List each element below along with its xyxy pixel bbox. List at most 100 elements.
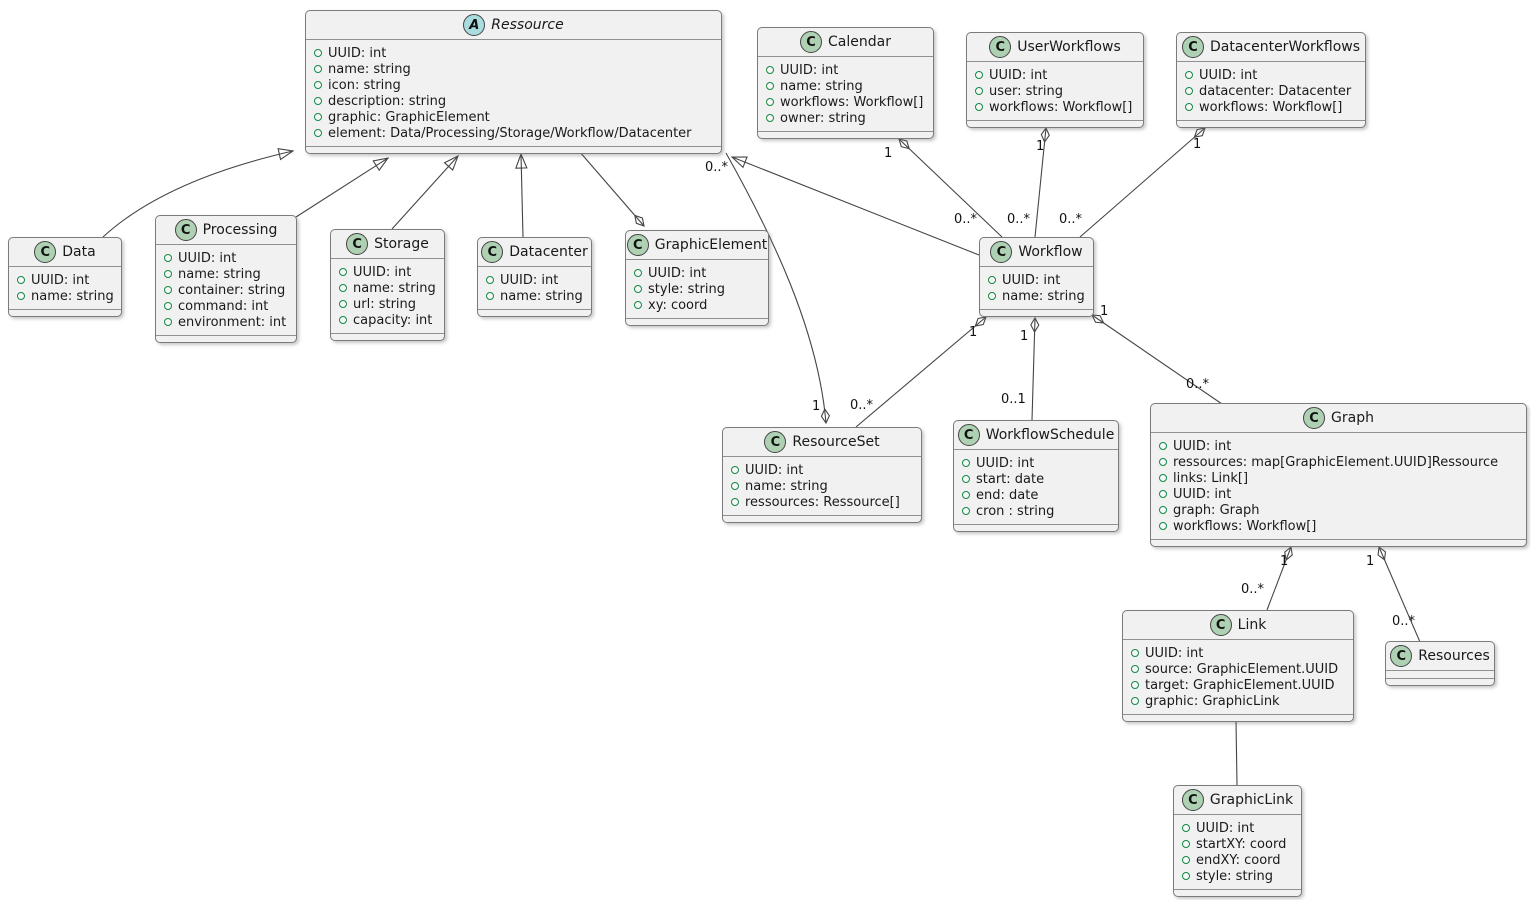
class-attribute: end: date: [962, 487, 1110, 503]
class-attribute: workflows: Workflow[]: [975, 99, 1135, 115]
multiplicity-label: 0..*: [954, 212, 978, 227]
multiplicity-label: 0..*: [1007, 212, 1031, 227]
multiplicity-label: 1: [1193, 137, 1202, 152]
class-name: Resources: [1418, 648, 1490, 664]
class-attribute: name: string: [486, 288, 583, 304]
class-header: C Graph: [1151, 404, 1526, 433]
class-attribute: description: string: [314, 93, 713, 109]
class-name: GraphicElement: [654, 237, 768, 253]
method-compartment: [723, 515, 921, 522]
class-ressource: A Ressource UUID: int name: string icon:…: [305, 10, 722, 154]
class-badge-icon: C: [800, 31, 823, 53]
class-badge-icon: C: [34, 241, 57, 263]
field-visibility-icon: [1182, 840, 1190, 848]
class-badge-icon: C: [1303, 407, 1326, 429]
field-visibility-icon: [975, 87, 983, 95]
method-compartment: [980, 309, 1093, 316]
class-name: DatacenterWorkflows: [1209, 39, 1361, 55]
multiplicity-label: 1: [1100, 304, 1109, 319]
class-attribute: source: GraphicElement.UUID: [1131, 661, 1345, 677]
class-name: WorkflowSchedule: [985, 427, 1115, 443]
class-attribute: url: string: [339, 296, 436, 312]
class-attribute: workflows: Workflow[]: [1159, 518, 1518, 534]
class-badge-icon: C: [989, 36, 1012, 58]
multiplicity-label: 0..*: [1392, 614, 1416, 629]
field-visibility-icon: [314, 65, 322, 73]
class-attribute: name: string: [164, 266, 288, 282]
field-visibility-icon: [1131, 665, 1139, 673]
field-visibility-icon: [975, 103, 983, 111]
class-graphicelement: C GraphicElement UUID: int style: string…: [625, 230, 769, 326]
field-visibility-icon: [766, 98, 774, 106]
class-badge-icon: C: [957, 424, 980, 446]
class-attribute: name: string: [731, 478, 913, 494]
edge-datacenterworkflows-aggregates-workflow: [1079, 128, 1205, 238]
attribute-compartment: UUID: int source: GraphicElement.UUID ta…: [1123, 640, 1353, 714]
attribute-compartment: UUID: int name: string icon: string desc…: [306, 40, 721, 146]
attribute-compartment: UUID: int name: string: [980, 267, 1093, 309]
multiplicity-label: 1: [1036, 139, 1045, 154]
field-visibility-icon: [314, 129, 322, 137]
field-visibility-icon: [17, 276, 25, 284]
class-attribute: ressources: Ressource[]: [731, 494, 913, 510]
class-header: C Calendar: [758, 28, 933, 57]
field-visibility-icon: [164, 270, 172, 278]
edge-workflow-extends-ressource: [730, 156, 980, 256]
class-name: Data: [62, 244, 96, 260]
class-header: C Workflow: [980, 238, 1093, 267]
class-header: C Storage: [331, 230, 444, 259]
class-header: C GraphicLink: [1174, 786, 1301, 815]
field-visibility-icon: [731, 498, 739, 506]
edge-graph-aggregates-link: [1266, 547, 1291, 611]
class-name: UserWorkflows: [1017, 39, 1121, 55]
multiplicity-label: 0..*: [1186, 377, 1210, 392]
field-visibility-icon: [988, 276, 996, 284]
field-visibility-icon: [1131, 681, 1139, 689]
class-attribute: start: date: [962, 471, 1110, 487]
field-visibility-icon: [634, 285, 642, 293]
attribute-compartment: UUID: int user: string workflows: Workfl…: [967, 62, 1143, 120]
method-compartment: [954, 524, 1118, 531]
class-header: C Processing: [156, 216, 296, 245]
method-compartment: [1151, 539, 1526, 546]
edge-workflow-aggregates-resourceset: [855, 317, 986, 428]
class-attribute: UUID: int: [339, 264, 436, 280]
class-attribute: UUID: int: [975, 67, 1135, 83]
field-visibility-icon: [1131, 697, 1139, 705]
attribute-compartment: UUID: int datacenter: Datacenter workflo…: [1177, 62, 1365, 120]
class-badge-icon: C: [346, 233, 369, 255]
class-attribute: UUID: int: [962, 455, 1110, 471]
multiplicity-label: 1: [1020, 329, 1029, 344]
field-visibility-icon: [634, 301, 642, 309]
class-attribute: element: Data/Processing/Storage/Workflo…: [314, 125, 713, 141]
field-visibility-icon: [164, 318, 172, 326]
multiplicity-label: 1: [884, 146, 893, 161]
edge-workflow-aggregates-workflowschedule: [1032, 318, 1035, 421]
method-compartment: [478, 309, 591, 316]
field-visibility-icon: [314, 81, 322, 89]
class-attribute: style: string: [1182, 868, 1293, 884]
class-attribute: links: Link[]: [1159, 470, 1518, 486]
class-attribute: UUID: int: [731, 462, 913, 478]
class-name: Workflow: [1018, 244, 1083, 260]
class-attribute: UUID: int: [1159, 486, 1518, 502]
multiplicity-label: 0..*: [1059, 212, 1083, 227]
class-attribute: endXY: coord: [1182, 852, 1293, 868]
class-attribute: name: string: [339, 280, 436, 296]
multiplicity-label: 0..*: [705, 160, 729, 175]
class-header: C ResourceSet: [723, 428, 921, 457]
field-visibility-icon: [164, 302, 172, 310]
class-workflowschedule: C WorkflowSchedule UUID: int start: date…: [953, 420, 1119, 532]
method-compartment: [758, 131, 933, 138]
field-visibility-icon: [988, 292, 996, 300]
attribute-compartment: UUID: int name: string: [478, 267, 591, 309]
field-visibility-icon: [731, 482, 739, 490]
field-visibility-icon: [17, 292, 25, 300]
edge-calendar-aggregates-workflow: [899, 139, 1003, 238]
class-resourceset: C ResourceSet UUID: int name: string res…: [722, 427, 922, 523]
class-name: Calendar: [828, 34, 891, 50]
field-visibility-icon: [339, 300, 347, 308]
class-attribute: environment: int: [164, 314, 288, 330]
method-compartment: [1177, 120, 1365, 127]
field-visibility-icon: [962, 475, 970, 483]
